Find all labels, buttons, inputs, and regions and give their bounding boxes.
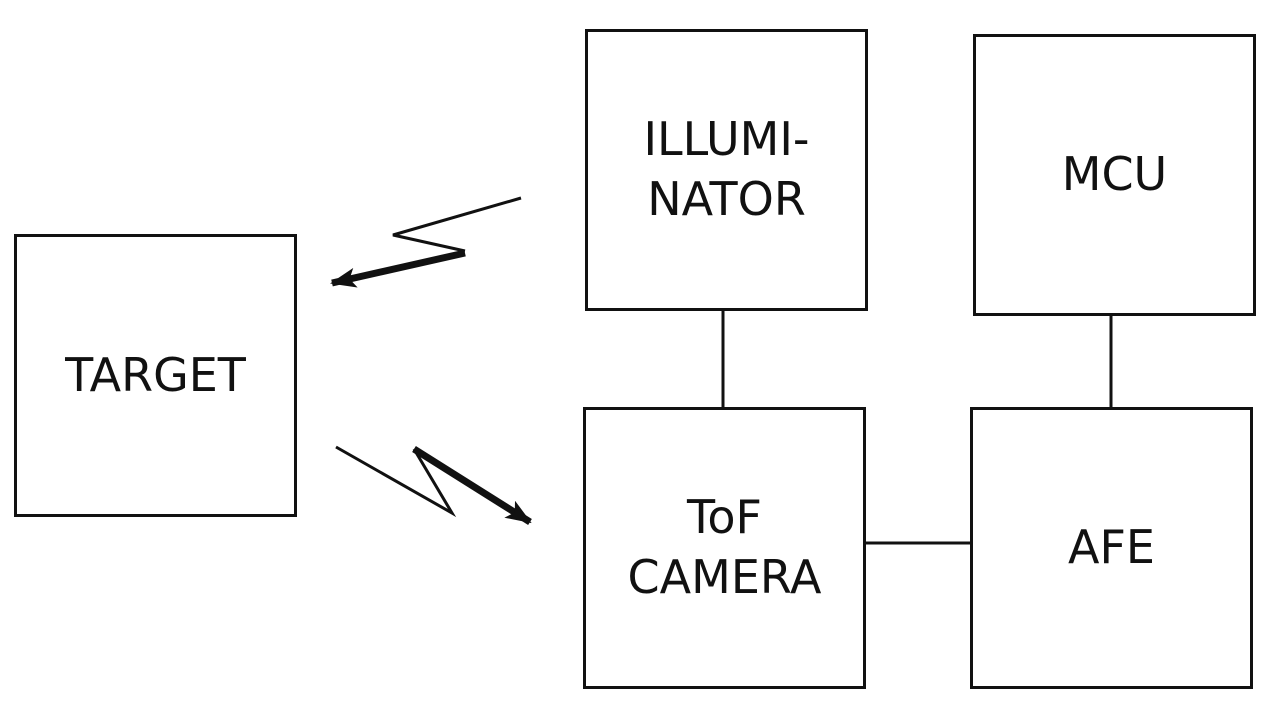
afe-block: AFE (970, 407, 1253, 689)
tof-camera-block: ToF CAMERA (583, 407, 866, 689)
emitted-light-arrow-icon (330, 249, 466, 288)
illuminator-block: ILLUMI- NATOR (585, 29, 868, 311)
tof-camera-label-line1: ToF (687, 490, 762, 545)
tof-camera-label-line2: CAMERA (627, 550, 822, 604)
mcu-block: MCU (973, 34, 1256, 316)
emitted-light-signal (330, 196, 522, 288)
illuminator-label-line2: NATOR (647, 172, 806, 226)
reflected-light-zigzag (335, 445, 457, 518)
mcu-label: MCU (1061, 147, 1168, 202)
reflected-light-arrow-icon (412, 446, 532, 525)
target-block: TARGET (14, 234, 297, 517)
illuminator-label-line1: ILLUMI- (643, 112, 810, 167)
emitted-light-zigzag (392, 196, 522, 253)
afe-label: AFE (1068, 520, 1155, 575)
target-label: TARGET (65, 347, 246, 402)
reflected-light-signal (335, 445, 532, 525)
